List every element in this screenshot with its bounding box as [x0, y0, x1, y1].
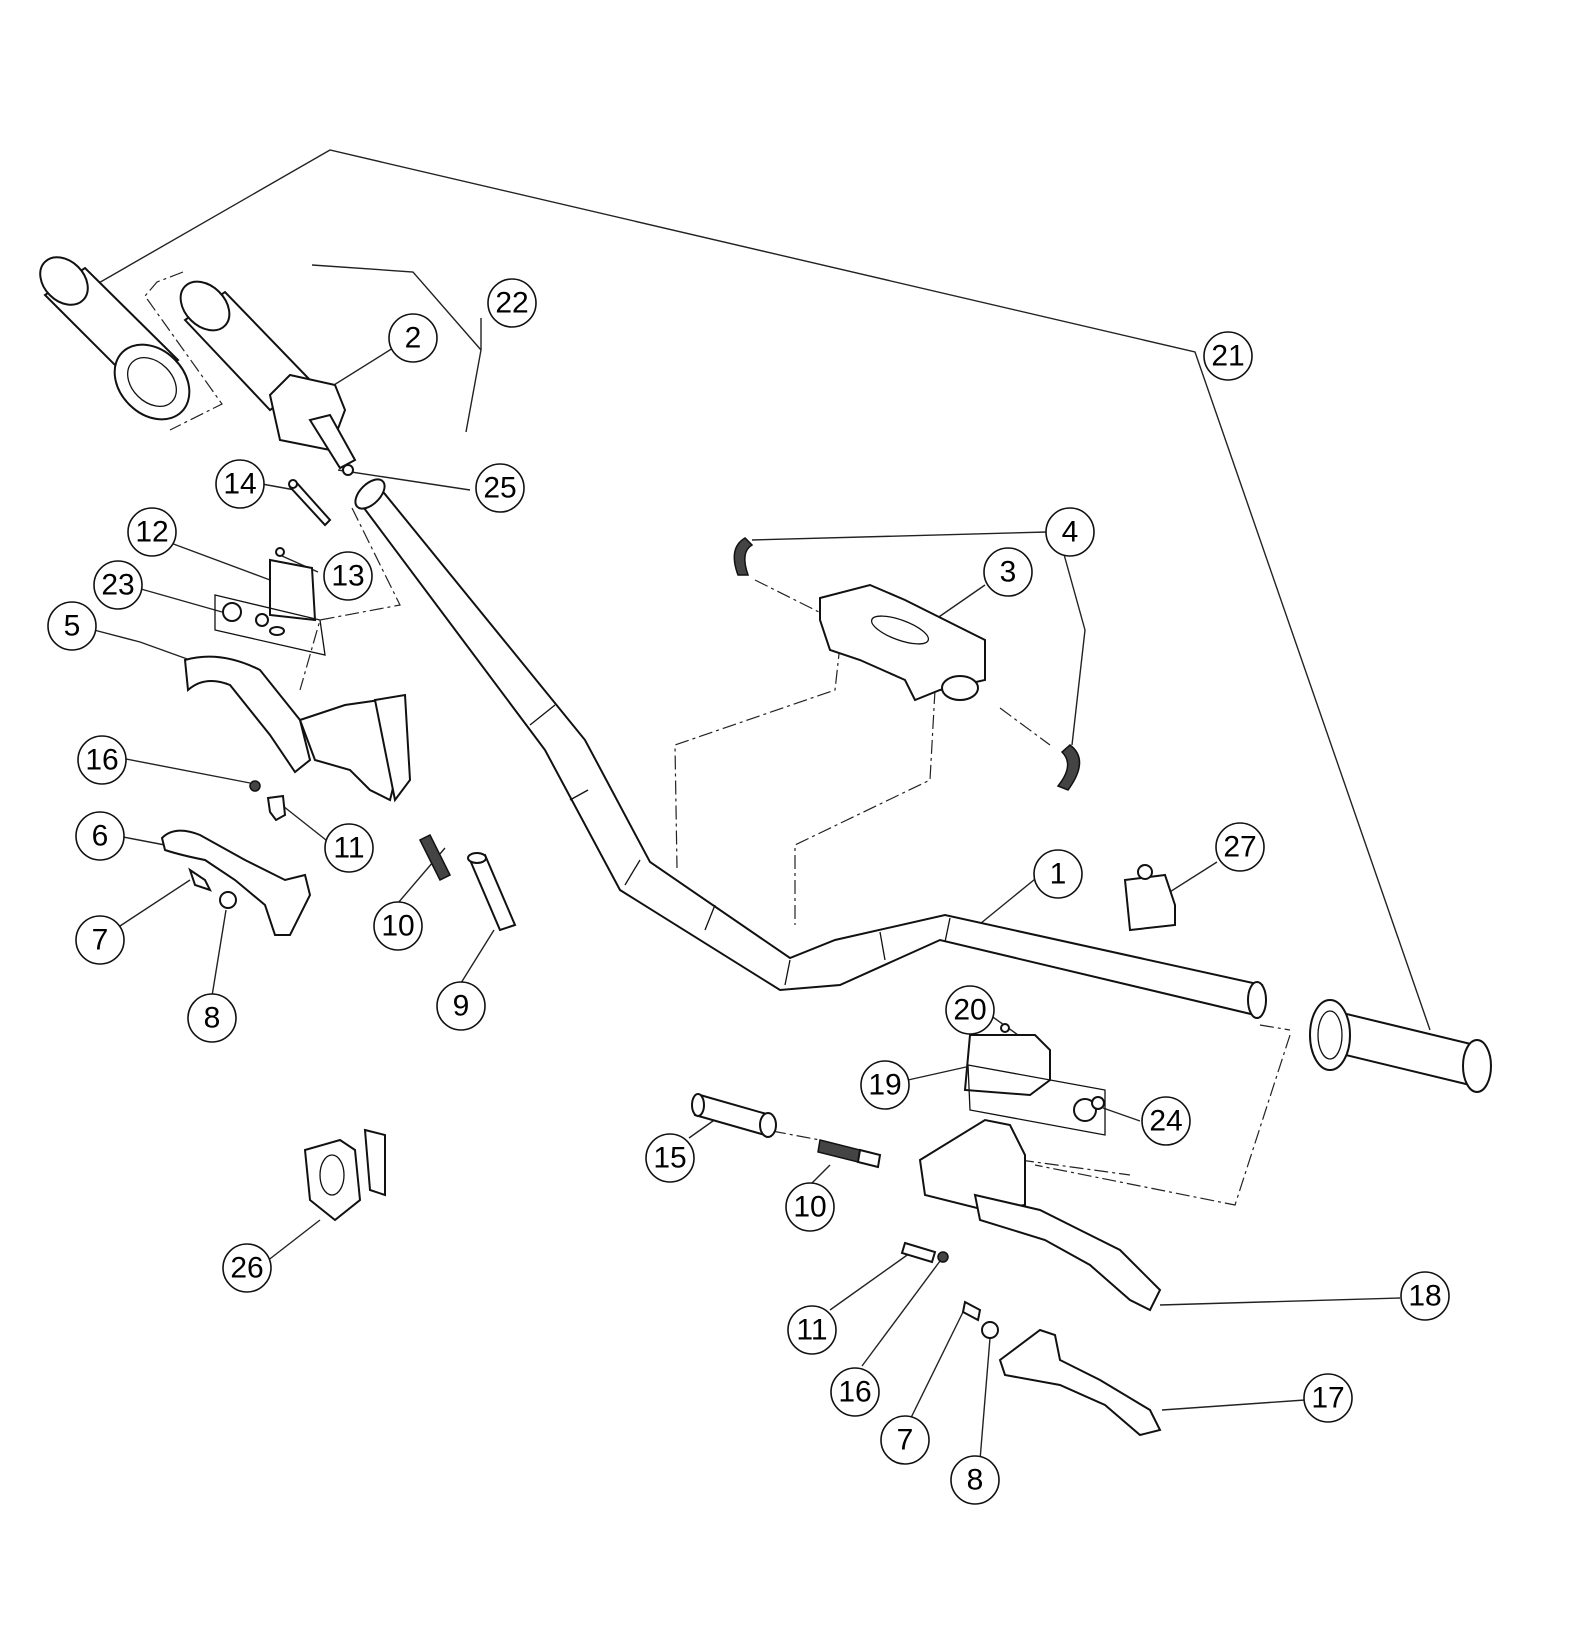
svg-text:24: 24 — [1149, 1105, 1182, 1138]
svg-text:11: 11 — [333, 832, 364, 865]
callout-8-right: 8 — [950, 1455, 1000, 1505]
callout-10-right: 10 — [785, 1182, 835, 1232]
svg-text:7: 7 — [897, 1424, 914, 1457]
left-lever — [160, 829, 312, 936]
callout-27: 27 — [1215, 822, 1265, 872]
svg-text:27: 27 — [1223, 831, 1256, 864]
callout-1: 1 — [1033, 849, 1083, 899]
svg-text:15: 15 — [653, 1142, 686, 1175]
svg-text:13: 13 — [331, 560, 364, 593]
right-pushrod — [691, 1093, 882, 1169]
callout-11-left: 11 — [324, 823, 374, 873]
svg-text:22: 22 — [495, 287, 528, 320]
svg-text:4: 4 — [1062, 516, 1079, 549]
callout-3: 3 — [983, 547, 1033, 597]
left-grip — [39, 256, 191, 421]
svg-text:14: 14 — [223, 468, 256, 501]
callout-17: 17 — [1303, 1373, 1353, 1423]
module-26 — [303, 1128, 386, 1222]
svg-text:3: 3 — [1000, 556, 1017, 589]
handlebar — [354, 478, 1267, 1019]
callout-21: 21 — [1203, 331, 1253, 381]
callout-22: 22 — [487, 278, 537, 328]
svg-text:26: 26 — [230, 1252, 263, 1285]
callout-25: 25 — [475, 463, 525, 513]
leader-lines — [89, 149, 1431, 1461]
svg-text:7: 7 — [92, 924, 109, 957]
callout-20: 20 — [945, 985, 995, 1035]
callout-7-left: 7 — [75, 915, 125, 965]
callout-6: 6 — [75, 811, 125, 861]
callout-5: 5 — [47, 601, 97, 651]
svg-text:17: 17 — [1311, 1382, 1344, 1415]
callout-13: 13 — [323, 551, 373, 601]
callout-7-right: 7 — [880, 1415, 930, 1465]
left-small-hardware — [249, 780, 287, 822]
svg-text:2: 2 — [405, 322, 422, 355]
svg-text:25: 25 — [483, 472, 516, 505]
callout-18: 18 — [1400, 1271, 1450, 1321]
callout-2: 2 — [388, 313, 438, 363]
svg-text:5: 5 — [64, 610, 81, 643]
throttle-grip — [179, 280, 357, 476]
svg-text:10: 10 — [381, 910, 414, 943]
svg-text:11: 11 — [796, 1314, 827, 1347]
callout-14: 14 — [215, 459, 265, 509]
handlebar-clamp — [819, 583, 986, 702]
svg-text:18: 18 — [1408, 1280, 1441, 1313]
callout-16-left: 16 — [77, 735, 127, 785]
svg-text:16: 16 — [838, 1376, 871, 1409]
svg-text:10: 10 — [793, 1191, 826, 1224]
callout-8-left: 8 — [187, 993, 237, 1043]
callout-24: 24 — [1141, 1096, 1191, 1146]
callout-16-right: 16 — [830, 1367, 880, 1417]
svg-text:23: 23 — [101, 569, 134, 602]
callout-23: 23 — [93, 560, 143, 610]
svg-text:16: 16 — [85, 744, 118, 777]
svg-text:8: 8 — [204, 1002, 221, 1035]
right-small-hardware — [900, 1241, 949, 1264]
callout-4: 4 — [1045, 507, 1095, 557]
right-master-cylinder — [918, 1023, 1162, 1312]
left-reservoir-cap — [214, 547, 326, 656]
callout-15: 15 — [645, 1133, 695, 1183]
cable-ties — [733, 537, 1081, 791]
callout-26: 26 — [222, 1243, 272, 1293]
switch-27 — [1123, 864, 1176, 932]
svg-text:12: 12 — [135, 516, 168, 549]
svg-text:6: 6 — [92, 820, 109, 853]
callout-19: 19 — [860, 1060, 910, 1110]
right-grip — [1309, 999, 1492, 1093]
right-lever — [961, 1300, 1162, 1437]
pin-14 — [288, 479, 332, 527]
svg-text:19: 19 — [868, 1069, 901, 1102]
callout-10-left: 10 — [373, 901, 423, 951]
callout-9: 9 — [436, 981, 486, 1031]
left-pushrod — [418, 833, 517, 932]
svg-text:1: 1 — [1050, 858, 1067, 891]
left-master-cylinder — [183, 655, 412, 803]
svg-text:20: 20 — [953, 994, 986, 1027]
callout-12: 12 — [127, 507, 177, 557]
svg-text:21: 21 — [1211, 340, 1244, 373]
svg-text:8: 8 — [967, 1464, 984, 1497]
callout-11-right: 11 — [787, 1305, 837, 1355]
svg-text:9: 9 — [453, 990, 470, 1023]
